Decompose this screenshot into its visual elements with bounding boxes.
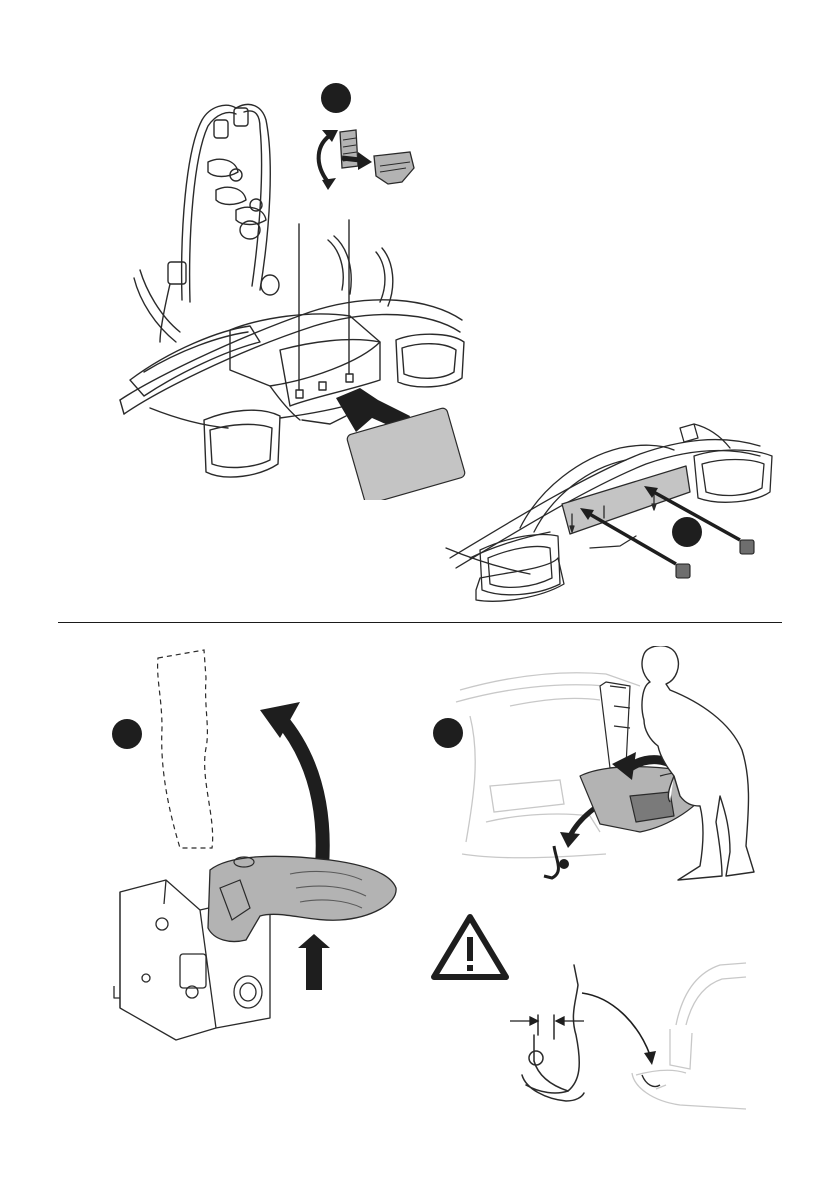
step-d-marker: [433, 718, 463, 748]
car-mount-panel: [430, 646, 770, 896]
end-cap-callout: [319, 130, 414, 190]
rotate-arrow-icon: [319, 134, 332, 182]
lift-arrow-icon: [298, 934, 330, 990]
carrier-drawing: [110, 80, 490, 500]
step-a-marker: [321, 83, 351, 113]
step-c-marker: [112, 719, 142, 749]
warning-clearance-panel: [430, 905, 760, 1120]
plate-mount-panel: [440, 408, 785, 608]
warning-drawing: [430, 905, 760, 1120]
fold-up-drawing: [100, 648, 410, 1048]
warning-triangle-icon: [434, 917, 506, 977]
step-b-marker: [672, 517, 702, 547]
plate-mount-drawing: [440, 408, 785, 608]
carrier-plate-panel: [110, 80, 490, 500]
fold-up-panel: [100, 648, 410, 1048]
car-mount-drawing: [430, 646, 770, 896]
section-divider: [58, 622, 782, 623]
push-arrow-icon: [342, 158, 360, 160]
